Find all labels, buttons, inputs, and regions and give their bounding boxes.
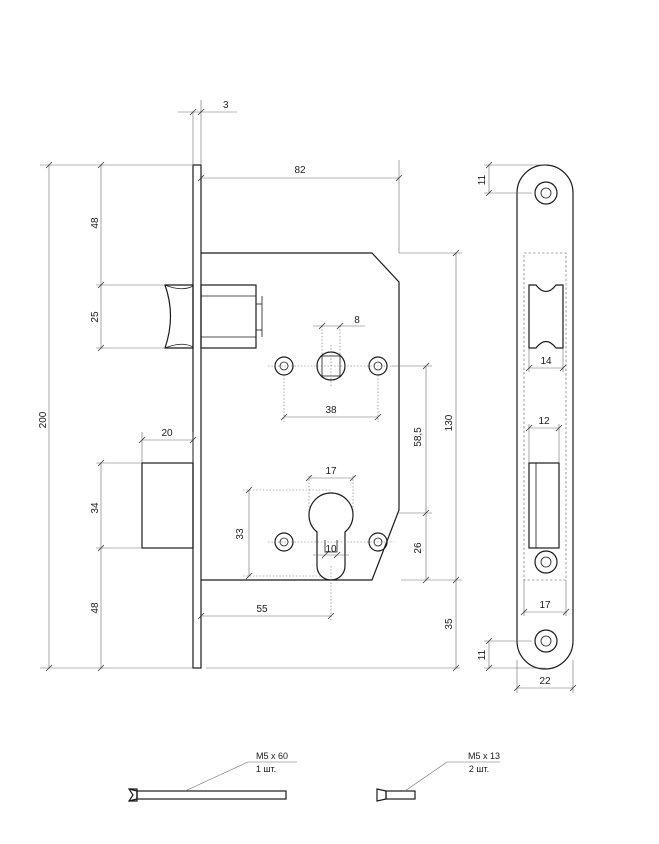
strike-dimension-labels: 11 14 12 17 11 22 — [477, 174, 552, 687]
dead-bolt — [141, 462, 194, 549]
lock-body-view — [141, 164, 400, 669]
dim-48-top: 48 — [90, 217, 101, 229]
dimension-lines — [45, 108, 460, 672]
screw-short: M5 x 13 2 шт. — [376, 751, 500, 802]
strike-screw-hole-bottom — [534, 629, 558, 653]
extension-lines — [40, 100, 462, 669]
screw-short-qty: 2 шт. — [469, 764, 489, 774]
dim-strike-12: 12 — [538, 416, 550, 427]
dim-82: 82 — [294, 165, 306, 176]
screw-short-size: M5 x 13 — [468, 751, 500, 761]
dim-38: 38 — [325, 405, 337, 416]
lock-case — [201, 252, 400, 581]
dim-33: 33 — [235, 528, 246, 540]
dim-strike-22: 22 — [539, 676, 551, 687]
dimension-labels: 3 82 48 25 200 20 34 48 8 38 58,5 130 17… — [38, 100, 455, 630]
dim-10: 10 — [325, 544, 337, 555]
faceplate — [192, 164, 202, 669]
dim-strike-17: 17 — [539, 600, 551, 611]
dim-strike-14: 14 — [540, 356, 552, 367]
dim-48-bottom: 48 — [90, 602, 101, 614]
dim-34: 34 — [90, 502, 101, 514]
dim-strike-11-top: 11 — [477, 174, 488, 185]
dim-35: 35 — [444, 618, 455, 630]
dim-26: 26 — [413, 542, 424, 554]
screw-long-qty: 1 шт. — [256, 764, 276, 774]
bolt-window — [528, 462, 560, 549]
screw-long: M5 x 60 1 шт. — [127, 751, 297, 802]
dim-58-5: 58,5 — [413, 427, 424, 447]
latch-bolt — [164, 284, 263, 349]
dim-130: 130 — [444, 414, 455, 431]
dim-strike-11-bottom: 11 — [477, 649, 488, 660]
dim-55: 55 — [256, 604, 268, 615]
cylinder-cutout — [308, 492, 354, 581]
dim-25: 25 — [90, 311, 101, 323]
dim-3: 3 — [223, 100, 229, 111]
dim-20: 20 — [161, 428, 173, 439]
screw-long-size: M5 x 60 — [256, 751, 288, 761]
dim-8: 8 — [354, 315, 360, 326]
latch-window — [528, 284, 564, 349]
strike-plate — [516, 164, 574, 670]
strike-screw-hole-middle — [534, 550, 558, 574]
dim-17-cylinder: 17 — [325, 466, 337, 477]
mounting-hole-top-left — [274, 356, 294, 376]
strike-screw-hole-top — [534, 181, 558, 205]
dim-200: 200 — [38, 411, 49, 428]
strike-dimension-lines — [484, 161, 577, 693]
mounting-hole-bottom-left — [274, 532, 294, 552]
